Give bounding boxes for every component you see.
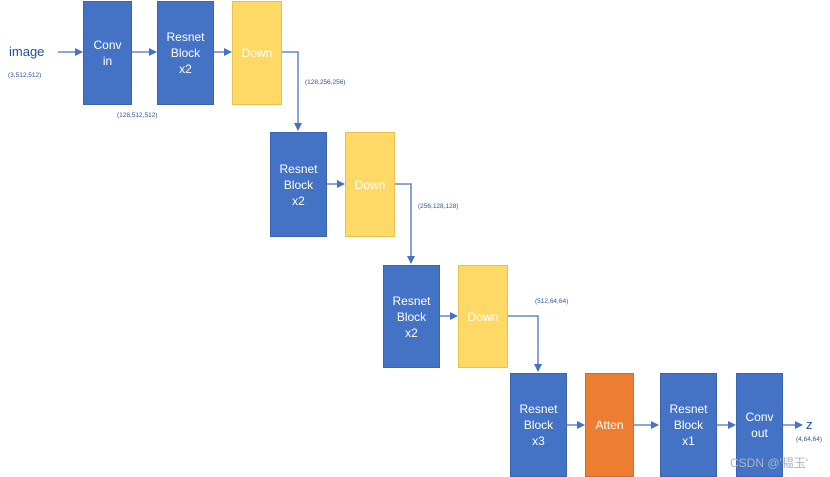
- down-block-2: Down: [345, 132, 395, 237]
- shape-label-down1: (128,256,256): [305, 79, 346, 86]
- shape-label-down2: (256,128,128): [418, 203, 459, 210]
- watermark-text: CSDN @'韫玉': [730, 456, 809, 470]
- conv-out-block: Conv out: [736, 373, 783, 477]
- shape-label-stage1: (128,512,512): [117, 112, 158, 119]
- conv-in-block: Conv in: [83, 1, 132, 105]
- resnet-block-stage2: Resnet Block x2: [270, 132, 327, 237]
- down-block-3: Down: [458, 265, 508, 368]
- resnet-block-stage1: Resnet Block x2: [157, 1, 214, 105]
- input-label: image: [9, 44, 45, 59]
- arrow-down2-to-resnet3: [394, 183, 415, 264]
- arrow-down3-to-resnet4: [507, 315, 542, 372]
- output-label: z: [806, 417, 813, 432]
- input-shape-label: (3,512,512): [8, 72, 42, 79]
- resnet-block-stage3: Resnet Block x2: [383, 265, 440, 368]
- down-block-1: Down: [232, 1, 282, 105]
- shape-label-down3: (512,64,64): [535, 298, 569, 305]
- attention-block: Atten: [585, 373, 634, 477]
- resnet-block-stage4: Resnet Block x3: [510, 373, 567, 477]
- output-shape-label: (4,64,64): [796, 436, 823, 443]
- arrow-down1-to-resnet2: [281, 51, 302, 131]
- resnet-block-stage5: Resnet Block x1: [660, 373, 717, 477]
